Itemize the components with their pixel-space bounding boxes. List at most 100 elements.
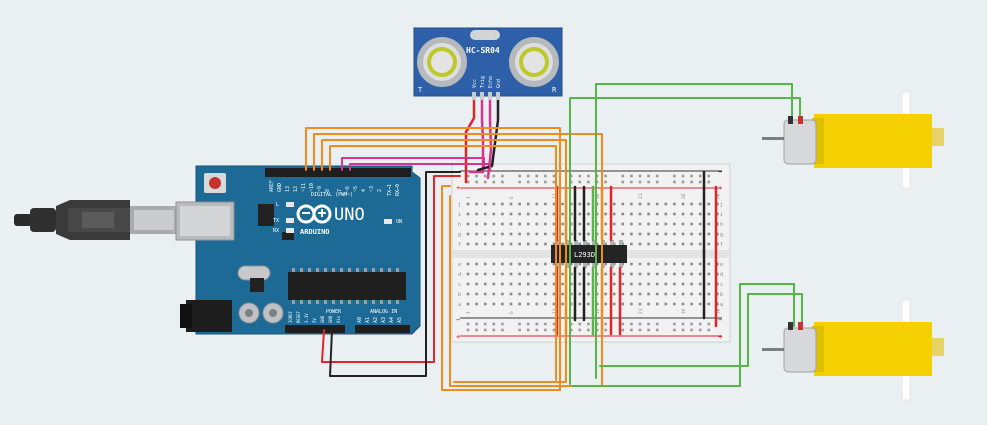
power-label: POWER bbox=[326, 309, 342, 315]
analog-header[interactable] bbox=[355, 325, 410, 333]
led-rx-label: RX bbox=[273, 228, 279, 234]
column-label: 30 bbox=[715, 193, 721, 199]
pin-label: ~10 bbox=[309, 183, 315, 192]
row-label: f bbox=[720, 242, 723, 248]
pin-label: 7 bbox=[337, 189, 343, 192]
row-label: h bbox=[720, 222, 723, 228]
power-pin-label: 3.3V bbox=[304, 313, 309, 323]
rail-minus-label: − bbox=[718, 316, 722, 324]
rail-plus-label: + bbox=[718, 184, 722, 192]
row-label: a bbox=[458, 302, 461, 308]
power-header[interactable] bbox=[285, 325, 345, 333]
pin-label: TX→1 bbox=[387, 184, 393, 196]
sensor-side-left: T bbox=[418, 86, 423, 94]
pin-label: 13 bbox=[285, 186, 291, 192]
power-pin-label: Vin bbox=[336, 315, 341, 323]
column-label: 1 bbox=[466, 196, 472, 199]
hc-sr04-sensor[interactable]: HC-SR04 T R Vcc Trig Echo Gnd bbox=[413, 27, 563, 100]
led-tx-label: TX bbox=[273, 218, 279, 224]
row-label: f bbox=[458, 242, 461, 248]
column-label: 16 bbox=[595, 193, 601, 199]
rail-plus-label: + bbox=[456, 333, 460, 341]
sensor-pin-label: Trig bbox=[480, 76, 486, 88]
row-label: g bbox=[458, 232, 461, 238]
pin-label: ~9 bbox=[317, 186, 323, 192]
analog-pin-label: A1 bbox=[365, 317, 371, 323]
column-label: 26 bbox=[681, 193, 687, 199]
analog-pin-label: A5 bbox=[397, 317, 403, 323]
analog-pin-label: A4 bbox=[389, 317, 395, 323]
arduino-logo bbox=[296, 204, 332, 224]
atmega-chip bbox=[288, 272, 406, 300]
wires bbox=[305, 83, 803, 391]
column-label: 21 bbox=[638, 193, 644, 199]
row-label: j bbox=[458, 202, 461, 208]
pin-label: 4 bbox=[361, 189, 367, 192]
dc-motor-bottom[interactable] bbox=[762, 299, 944, 401]
row-label: b bbox=[458, 292, 461, 298]
analog-pin-label: A2 bbox=[373, 317, 379, 323]
power-pin-label: RESET bbox=[296, 310, 301, 323]
row-label: c bbox=[720, 282, 723, 288]
pin-label-gnd: GND bbox=[277, 183, 283, 192]
power-pin-label: 5V bbox=[312, 318, 317, 323]
column-label: 16 bbox=[595, 308, 601, 314]
motor-control-wires[interactable] bbox=[305, 127, 603, 391]
rail-plus-label: + bbox=[718, 333, 722, 341]
column-label: 1 bbox=[466, 311, 472, 314]
analog-pin-label: A0 bbox=[357, 317, 363, 323]
led-on-label: ON bbox=[396, 219, 402, 225]
rail-minus-label: − bbox=[456, 316, 460, 324]
sensor-side-right: R bbox=[552, 86, 557, 94]
usb-cable[interactable] bbox=[14, 200, 178, 240]
power-pin-label: GND bbox=[328, 315, 333, 323]
atmega-pins bbox=[292, 268, 399, 304]
sensor-pin-label: Gnd bbox=[496, 79, 502, 88]
column-label: 26 bbox=[681, 308, 687, 314]
row-label: i bbox=[458, 212, 461, 218]
row-label: e bbox=[458, 262, 461, 268]
breadboard-holes bbox=[466, 174, 719, 332]
power-5v-wire[interactable] bbox=[321, 175, 461, 363]
column-label: 21 bbox=[638, 308, 644, 314]
rail-plus-label: + bbox=[456, 184, 460, 192]
arduino-model: UNO bbox=[334, 205, 365, 225]
row-label: d bbox=[458, 272, 461, 278]
row-label: h bbox=[458, 222, 461, 228]
trigger-echo-wires[interactable] bbox=[341, 157, 491, 171]
pin-label: 12 bbox=[293, 186, 299, 192]
sensor-pin-label: Echo bbox=[488, 76, 494, 88]
motor-wires[interactable] bbox=[569, 83, 803, 387]
power-pin-label: IOREF bbox=[288, 310, 293, 323]
pin-label: RX←0 bbox=[395, 184, 401, 196]
arduino-board[interactable]: UNO ARDUINO DIGITAL (PWM~) POWER ANALOG … bbox=[175, 165, 421, 335]
row-label: c bbox=[458, 282, 461, 288]
column-label: 6 bbox=[509, 311, 515, 314]
row-label: d bbox=[720, 272, 723, 278]
row-label: i bbox=[720, 212, 723, 218]
row-label: b bbox=[720, 292, 723, 298]
pin-label: 2 bbox=[377, 189, 383, 192]
led-l-label: L bbox=[276, 202, 279, 208]
column-label: 6 bbox=[509, 196, 515, 199]
digital-header[interactable] bbox=[265, 168, 411, 177]
analog-pin-label: A3 bbox=[381, 317, 387, 323]
column-label: 30 bbox=[715, 308, 721, 314]
pin-label: ~6 bbox=[345, 186, 351, 192]
dc-motor-top[interactable] bbox=[762, 91, 944, 189]
power-gnd-wire[interactable] bbox=[329, 171, 461, 377]
row-label: e bbox=[720, 262, 723, 268]
dc-jack bbox=[186, 300, 232, 332]
row-label: a bbox=[720, 302, 723, 308]
analog-label: ANALOG IN bbox=[370, 309, 397, 315]
row-label: g bbox=[720, 232, 723, 238]
digital-header-label: DIGITAL (PWM~) bbox=[311, 192, 353, 198]
row-label: j bbox=[720, 202, 723, 208]
rail-minus-label: − bbox=[718, 168, 722, 176]
sensor-label: HC-SR04 bbox=[466, 46, 500, 55]
pin-label: ~3 bbox=[369, 186, 375, 192]
sensor-pin-label: Vcc bbox=[472, 79, 478, 88]
